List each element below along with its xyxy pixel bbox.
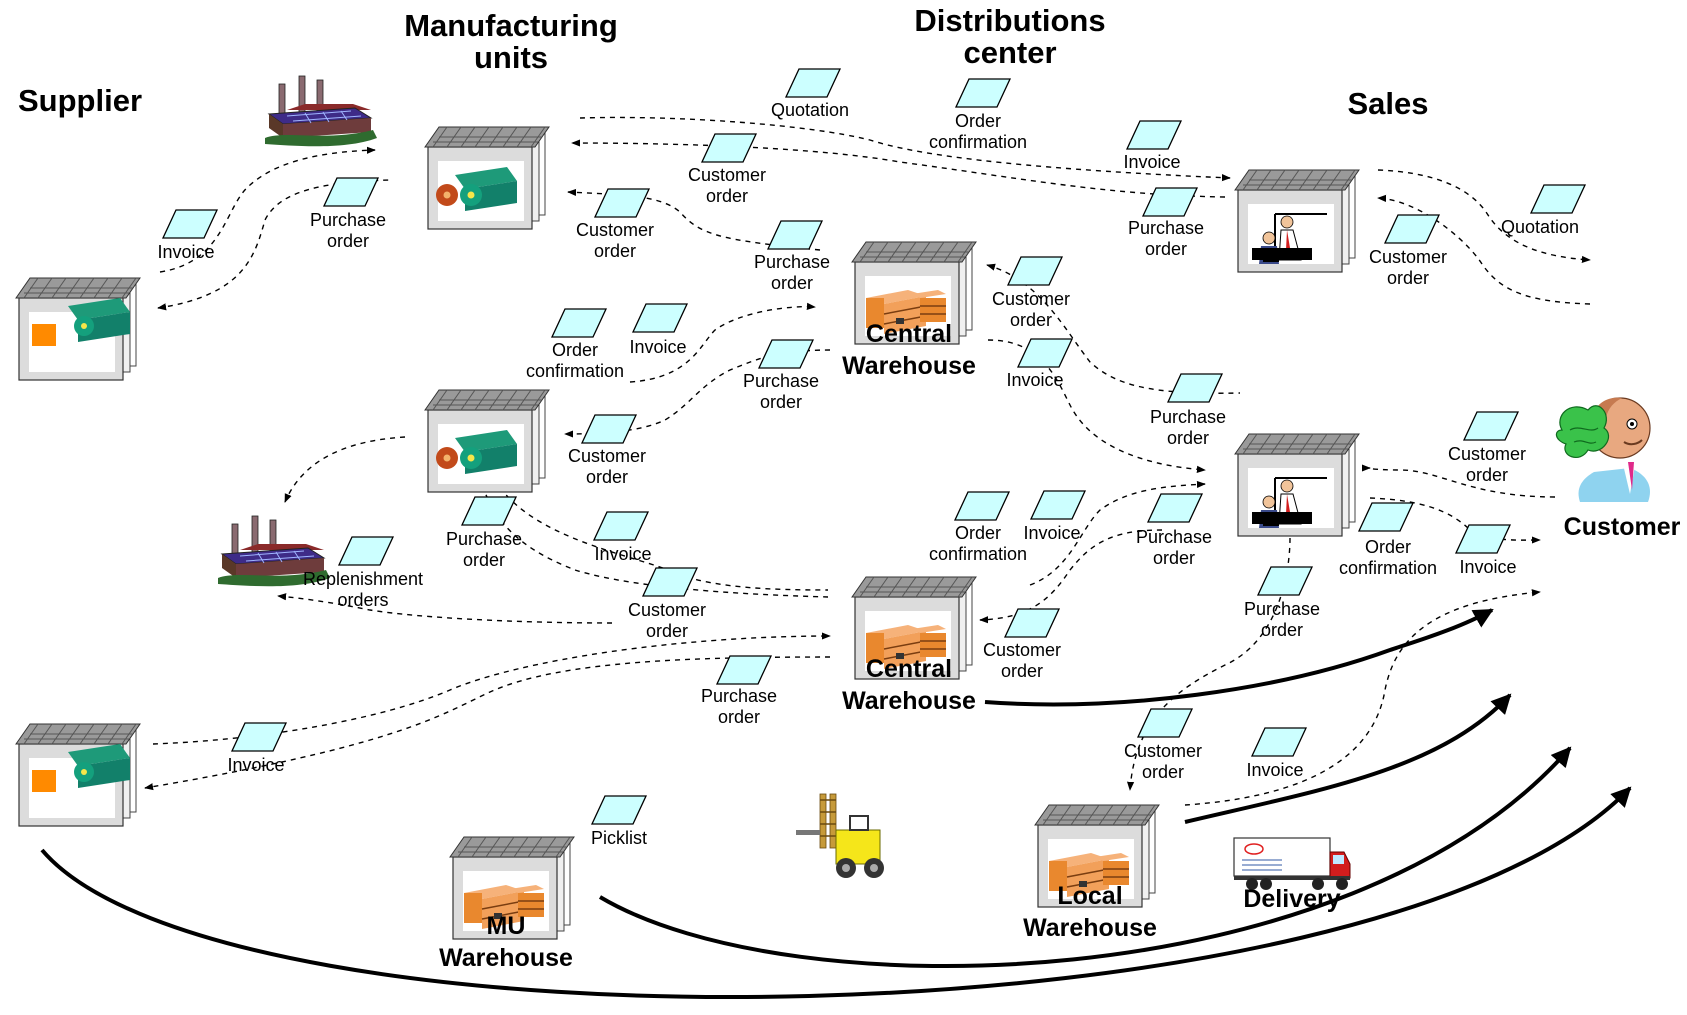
doc-label-customer-order-cust: Customer order [1447,444,1527,485]
doc-label-order-confirmation-low: Order confirmation [928,523,1028,564]
doc-label-po-cw-sales: Purchase order [1149,407,1227,448]
mu-warehouse-label: MU Warehouse [439,912,573,972]
doc-label-customer-order-low: Customer order [627,600,707,641]
local-warehouse-label: Local Warehouse [1023,882,1157,942]
document-icon [1167,373,1223,403]
doc-label-picklist: Picklist [590,828,648,848]
document-icon [1358,502,1414,532]
document-icon [1257,566,1313,596]
document-icon [461,496,517,526]
document-icon [231,722,287,752]
document-icon [162,209,218,239]
doc-label-po-supplier: Purchase order [309,210,387,251]
document-icon [1017,338,1073,368]
document-icon [1137,708,1193,738]
document-icon [1147,493,1203,523]
doc-label-po-low-sales: Purchase order [1135,527,1213,568]
doc-label-customer-order-mu-2: Customer order [575,220,655,261]
document-icon [1007,256,1063,286]
document-icon [954,491,1010,521]
doc-label-invoice-local: Invoice [1246,760,1304,780]
document-icon [785,68,841,98]
document-icon [591,795,647,825]
header-distributions-center: Distributions center [914,3,1106,70]
doc-label-customer-order-cw2: Customer order [982,640,1062,681]
document-icon [716,655,772,685]
header-supplier: Supplier [17,83,143,118]
delivery-label: Delivery [1243,885,1341,913]
central-warehouse-2-label: Central Warehouse [842,655,976,715]
supplier-2-building [15,723,141,827]
document-icon [1004,608,1060,638]
document-icon [1384,214,1440,244]
document-icon [581,414,637,444]
doc-label-customer-order-mid: Customer order [567,446,647,487]
document-icon [767,220,823,250]
doc-label-invoice-mid: Invoice [629,337,687,357]
header-sales: Sales [1347,86,1429,121]
document-icon [758,339,814,369]
document-icon [701,133,757,163]
doc-label-order-confirmation-top: Order confirmation [928,111,1028,152]
document-icon [593,511,649,541]
document-icon [551,308,607,338]
doc-label-po-mu2: Purchase order [445,529,523,570]
doc-label-invoice-top: Invoice [1123,152,1181,172]
doc-label-invoice-cust: Invoice [1459,557,1517,577]
customer-label: Customer [1563,513,1681,541]
document-icon [632,303,688,333]
document-icon [1463,411,1519,441]
doc-label-po-cw2-below: Purchase order [700,686,778,727]
document-icon [323,177,379,207]
doc-label-invoice-cw-sales: Invoice [1006,370,1064,390]
manufacturing-unit-2-building [424,389,550,493]
header-manufacturing-units: Manufacturing units [404,8,618,75]
doc-label-customer-order-right: Customer order [1368,247,1448,288]
doc-label-invoice-mu2: Invoice [594,544,652,564]
doc-label-customer-order-cw-sales: Customer order [991,289,1071,330]
delivery-truck-icon [1233,837,1351,890]
doc-label-order-confirmation-mid: Order confirmation [525,340,625,381]
document-icon [642,567,698,597]
document-icon [1142,187,1198,217]
doc-label-po-cw-top: Purchase order [753,252,831,293]
sales-office-1-building [1234,169,1360,273]
doc-label-invoice-supplier: Invoice [157,242,215,262]
manufacturing-unit-1-building [424,126,550,230]
doc-label-customer-order-local: Customer order [1123,741,1203,782]
doc-label-invoice-supplier-2: Invoice [227,755,285,775]
doc-label-po-sales-top: Purchase order [1127,218,1205,259]
doc-label-po-mid: Purchase order [742,371,820,412]
document-icon [1455,524,1511,554]
central-warehouse-1-label: Central Warehouse [842,320,976,380]
factory-1-icon [264,75,378,147]
document-icon [1251,727,1307,757]
supplier-1-building [15,277,141,381]
document-icon [1030,490,1086,520]
doc-label-quotation-top: Quotation [770,100,850,120]
doc-label-replenishment-orders: Replenishment orders [302,569,424,610]
document-icon [338,536,394,566]
doc-label-invoice-low: Invoice [1023,523,1081,543]
document-icon [1126,120,1182,150]
doc-label-po-sales-local: Purchase order [1243,599,1321,640]
doc-label-customer-order-mu-top: Customer order [687,165,767,206]
document-icon [594,188,650,218]
sales-office-2-building [1234,433,1360,537]
doc-label-quotation-right: Quotation [1500,217,1580,237]
document-icon [955,78,1011,108]
document-icon [1530,184,1586,214]
doc-label-order-confirmation-cust: Order confirmation [1338,537,1438,578]
customer-icon [1555,397,1651,502]
forklift-icon [796,793,884,878]
